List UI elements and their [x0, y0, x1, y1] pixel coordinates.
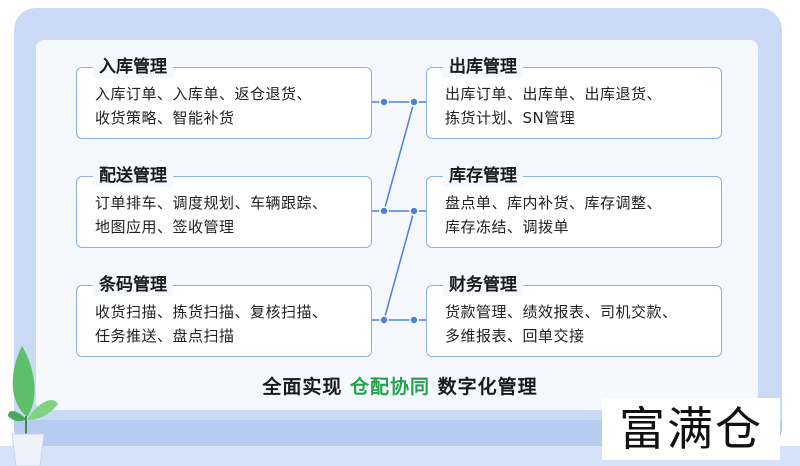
brand-watermark: 富满仓 [602, 398, 780, 460]
plant-icon [8, 346, 58, 466]
card-body: 收货扫描、拣货扫描、复核扫描、 任务推送、盘点扫描 [95, 303, 328, 345]
connector-dot [379, 206, 389, 216]
card-title: 库存管理 [443, 165, 523, 187]
card-title: 出库管理 [443, 56, 523, 78]
card-body: 出库订单、出库单、出库退货、 拣货计划、SN管理 [445, 85, 663, 127]
card-inventory: 库存管理 盘点单、库内补货、库存调整、 库存冻结、调拨单 [426, 165, 722, 248]
slogan-prefix: 全面实现 [262, 376, 343, 398]
slogan-highlight: 仓配协同 [349, 376, 430, 398]
connector-dot [409, 97, 419, 107]
card-delivery: 配送管理 订单排车、调度规划、车辆跟踪、 地图应用、签收管理 [76, 165, 372, 248]
card-barcode: 条码管理 收货扫描、拣货扫描、复核扫描、 任务推送、盘点扫描 [76, 274, 372, 357]
card-body: 货款管理、绩效报表、司机交款、 多维报表、回单交接 [445, 303, 678, 345]
connector-link-cross-1 [383, 101, 415, 212]
card-body: 入库订单、入库单、返仓退货、 收货策略、智能补货 [95, 85, 313, 127]
card-title: 入库管理 [93, 56, 173, 78]
card-inbound: 入库管理 入库订单、入库单、返仓退货、 收货策略、智能补货 [76, 56, 372, 139]
card-outbound: 出库管理 出库订单、出库单、出库退货、 拣货计划、SN管理 [426, 56, 722, 139]
card-body: 盘点单、库内补货、库存调整、 库存冻结、调拨单 [445, 194, 663, 236]
card-finance: 财务管理 货款管理、绩效报表、司机交款、 多维报表、回单交接 [426, 274, 722, 357]
device-stand [0, 446, 800, 466]
connector-dot [409, 206, 419, 216]
card-title: 条码管理 [93, 274, 173, 296]
card-title: 财务管理 [443, 274, 523, 296]
card-title: 配送管理 [93, 165, 173, 187]
card-body: 订单排车、调度规划、车辆跟踪、 地图应用、签收管理 [95, 194, 328, 236]
slogan: 全面实现 仓配协同 数字化管理 [0, 372, 800, 399]
slogan-suffix: 数字化管理 [437, 376, 538, 398]
connector-dot [379, 97, 389, 107]
connector-dot [409, 315, 419, 325]
connector-link-cross-2 [383, 210, 415, 321]
connector-dot [379, 315, 389, 325]
